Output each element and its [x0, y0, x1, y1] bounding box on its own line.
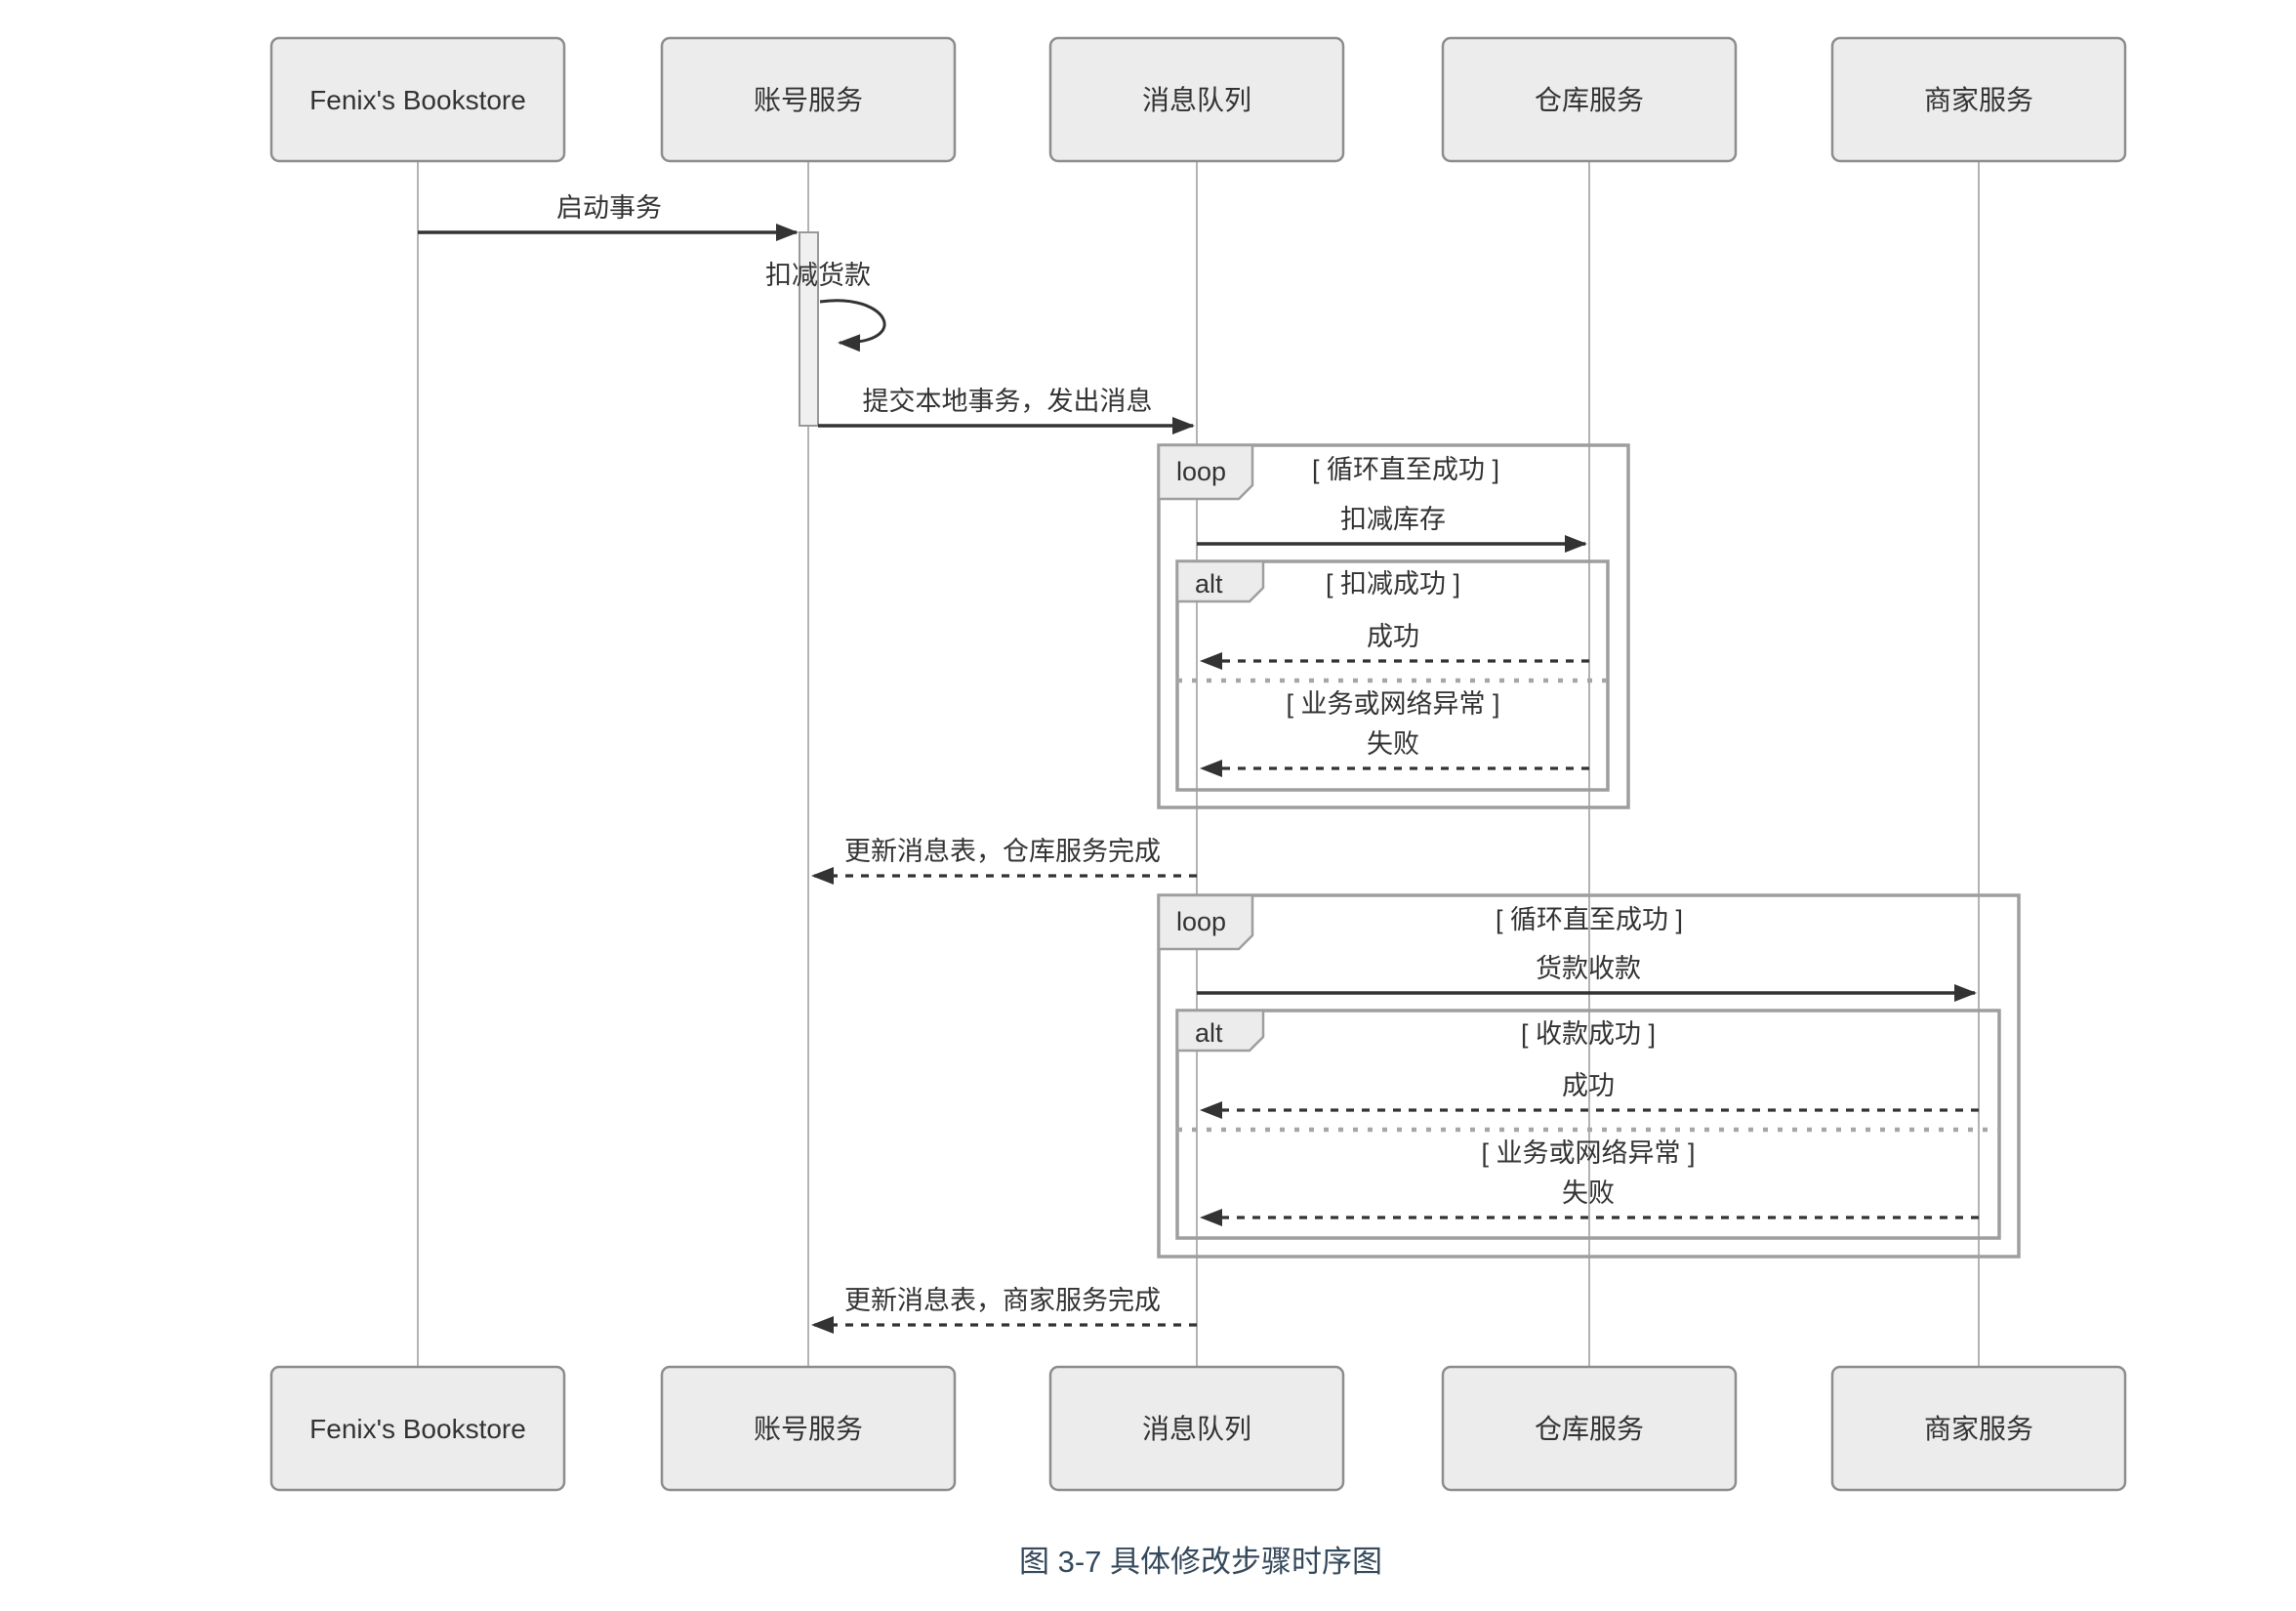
participant-label-merchant: 商家服务: [1924, 85, 2033, 115]
participant-box-message-queue-bottom: 消息队列: [1048, 1365, 1345, 1492]
participant-rect: [269, 1365, 566, 1492]
participant-label-warehouse: 仓库服务: [1535, 1414, 1644, 1444]
message-label-deduct-stock: 扣减库存: [1340, 505, 1446, 534]
participant-rect: [1048, 36, 1345, 163]
message-label-collect-fail: 失败: [1562, 1178, 1615, 1208]
participant-rect: [1441, 1365, 1738, 1492]
participant-box-merchant-top: 商家服务: [1830, 36, 2127, 163]
participant-label-fenix: Fenix's Bookstore: [309, 85, 526, 115]
activation-bar-account: [799, 231, 819, 427]
participant-box-merchant-bottom: 商家服务: [1830, 1365, 2127, 1492]
participant-rect: [660, 1365, 957, 1492]
participant-rect: [269, 36, 566, 163]
message-label-stock-fail: 失败: [1367, 729, 1419, 759]
figure-caption: 图 3-7 具体修改步骤时序图: [1019, 1545, 1382, 1579]
loop-condition-1: [ 循环直至成功 ]: [1312, 455, 1499, 484]
message-label-update-merchant: 更新消息表，商家服务完成: [844, 1286, 1161, 1315]
loop-tab-1: [1157, 443, 1254, 501]
participant-box-warehouse-top: 仓库服务: [1441, 36, 1738, 163]
alt-operator-1: alt: [1195, 569, 1223, 599]
loop-operator-1: loop: [1176, 457, 1226, 486]
alt-frame-2: [1175, 1009, 2001, 1240]
participant-label-account: 账号服务: [754, 1414, 863, 1444]
message-label-start-transaction: 启动事务: [556, 193, 662, 223]
participant-label-account: 账号服务: [754, 85, 863, 115]
self-message-arrow-deduct-payment: [819, 299, 886, 352]
message-label-collect-success: 成功: [1562, 1071, 1615, 1100]
loop-frame-2: [1157, 893, 2021, 1259]
alt-tab-1: [1175, 559, 1265, 603]
alt-tab-2: [1175, 1009, 1265, 1053]
participant-box-message-queue-top: 消息队列: [1048, 36, 1345, 163]
participant-rect: [1441, 36, 1738, 163]
participant-label-warehouse: 仓库服务: [1535, 85, 1644, 115]
participant-label-message-queue: 消息队列: [1142, 1414, 1251, 1444]
participant-box-fenix-top: Fenix's Bookstore: [269, 36, 566, 163]
message-label-collect-payment: 货款收款: [1536, 954, 1641, 983]
alt-operator-2: alt: [1195, 1018, 1223, 1048]
alt-condition-2: [ 收款成功 ]: [1521, 1019, 1656, 1049]
message-label-deduct-payment: 扣减货款: [765, 261, 871, 290]
participant-box-warehouse-bottom: 仓库服务: [1441, 1365, 1738, 1492]
loop-frame-1: [1157, 443, 1630, 809]
alt-else-condition-2: [ 业务或网络异常 ]: [1481, 1138, 1695, 1168]
message-label-commit-local-tx: 提交本地事务，发出消息: [863, 387, 1153, 416]
alt-else-condition-1: [ 业务或网络异常 ]: [1286, 689, 1499, 719]
participant-rect: [1830, 36, 2127, 163]
loop-condition-2: [ 循环直至成功 ]: [1496, 905, 1683, 934]
alt-condition-1: [ 扣减成功 ]: [1326, 569, 1460, 599]
participant-label-message-queue: 消息队列: [1142, 85, 1251, 115]
message-label-update-warehouse: 更新消息表，仓库服务完成: [844, 837, 1161, 866]
participant-box-account-top: 账号服务: [660, 36, 957, 163]
participant-rect: [1048, 1365, 1345, 1492]
message-label-stock-success: 成功: [1367, 622, 1419, 651]
participant-label-fenix: Fenix's Bookstore: [309, 1414, 526, 1444]
participant-rect: [660, 36, 957, 163]
participant-box-account-bottom: 账号服务: [660, 1365, 957, 1492]
participant-label-merchant: 商家服务: [1924, 1414, 2033, 1444]
participant-rect: [1830, 1365, 2127, 1492]
alt-frame-1: [1175, 559, 1610, 792]
loop-tab-2: [1157, 893, 1254, 951]
participant-box-fenix-bottom: Fenix's Bookstore: [269, 1365, 566, 1492]
loop-operator-2: loop: [1176, 907, 1226, 936]
